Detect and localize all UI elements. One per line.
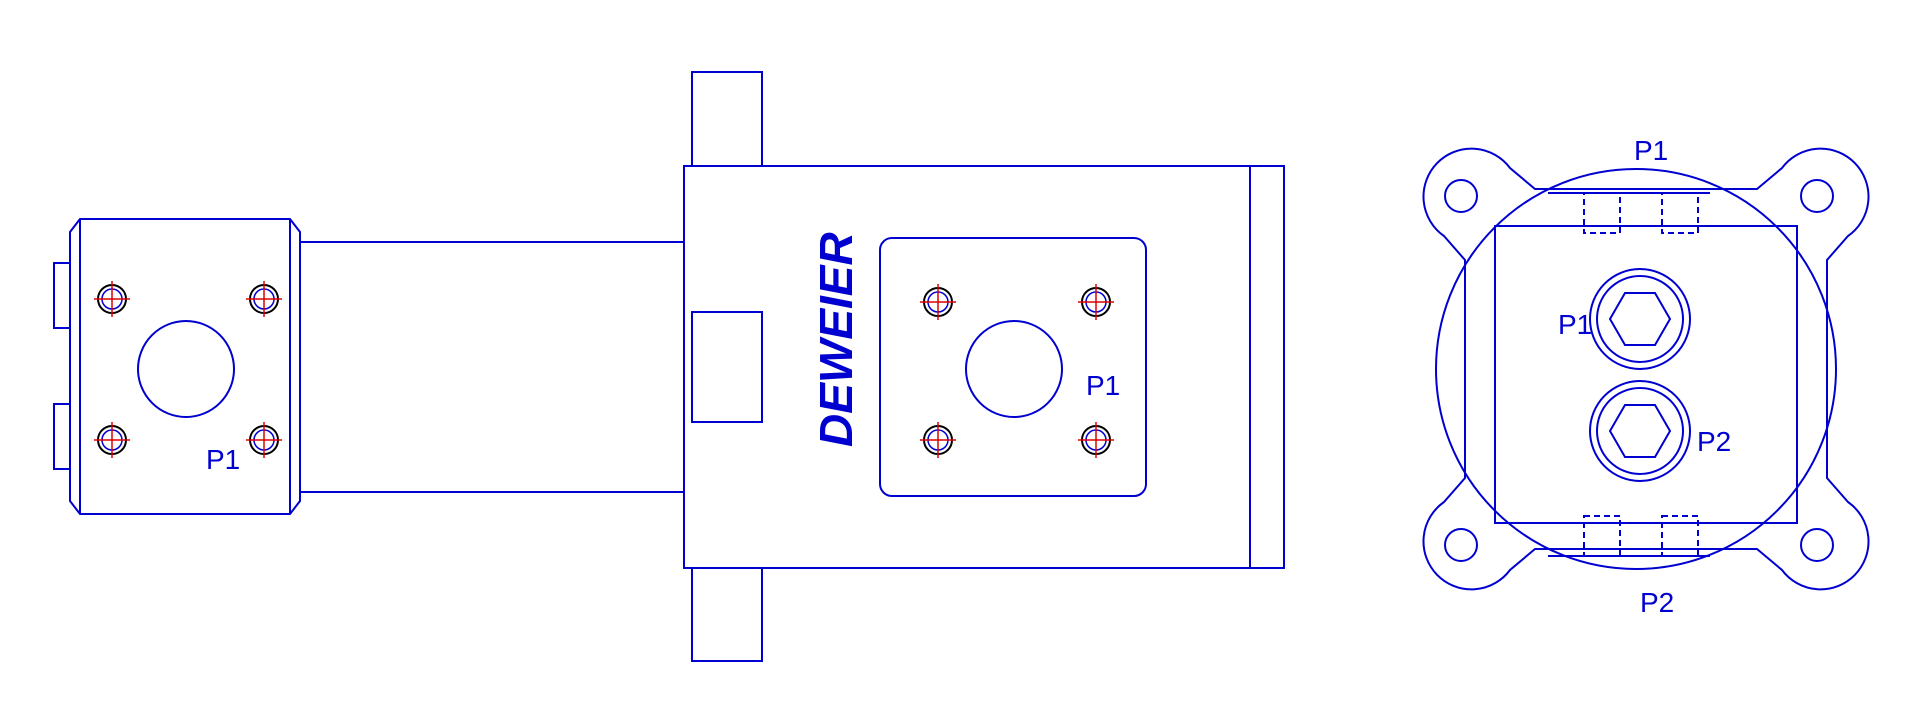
bolt-hole bbox=[920, 422, 956, 458]
bolt-hole bbox=[246, 422, 282, 458]
right-front-view: P1 P2 P1 P2 bbox=[1422, 135, 1870, 618]
left-mount-tab-upper bbox=[53, 262, 71, 329]
left-center-port bbox=[137, 320, 235, 418]
hidden-port-bottom-p2 bbox=[1583, 515, 1699, 557]
port-p2-outer bbox=[1589, 380, 1691, 482]
bottom-stem bbox=[691, 567, 763, 662]
flange-hole-top-right bbox=[1800, 179, 1834, 213]
hidden-port-top-p1 bbox=[1583, 192, 1699, 234]
bolt-hole bbox=[1078, 422, 1114, 458]
bolt-hole bbox=[246, 281, 282, 317]
bolt-holes bbox=[94, 281, 1114, 458]
brand-logo-text: DEWEIER bbox=[810, 232, 862, 447]
bolt-hole bbox=[920, 284, 956, 320]
left-end-block bbox=[69, 218, 301, 515]
left-end-view: P1 bbox=[53, 218, 684, 515]
port-p1-hex-icon bbox=[1608, 292, 1672, 346]
flange-outline bbox=[1422, 147, 1870, 591]
right-label-bottom: P2 bbox=[1640, 587, 1674, 618]
center-port bbox=[965, 320, 1063, 418]
square-block bbox=[1494, 225, 1798, 524]
main-body bbox=[683, 165, 1285, 569]
flange-hole-bottom-right bbox=[1800, 528, 1834, 562]
left-port-label: P1 bbox=[206, 444, 240, 475]
port-p2-label: P2 bbox=[1697, 426, 1731, 457]
port-p2-hex-icon bbox=[1608, 404, 1672, 458]
bolt-hole bbox=[94, 281, 130, 317]
center-port-label: P1 bbox=[1086, 370, 1120, 401]
body-circle bbox=[1435, 168, 1837, 570]
right-label-top: P1 bbox=[1634, 135, 1668, 166]
center-side-view: DEWEIER P1 bbox=[683, 71, 1285, 662]
mounting-plate bbox=[879, 237, 1147, 497]
port-p1-inner bbox=[1596, 275, 1684, 363]
port-p2-inner bbox=[1596, 387, 1684, 475]
left-mount-tab-lower bbox=[53, 403, 71, 470]
flange-hole-top-left bbox=[1444, 179, 1478, 213]
bolt-hole bbox=[1078, 284, 1114, 320]
side-window bbox=[691, 311, 763, 423]
port-p1-label: P1 bbox=[1558, 309, 1592, 340]
top-stem bbox=[691, 71, 763, 167]
bolt-hole bbox=[94, 422, 130, 458]
port-p1-outer bbox=[1589, 268, 1691, 370]
flange-hole-bottom-left bbox=[1444, 528, 1478, 562]
